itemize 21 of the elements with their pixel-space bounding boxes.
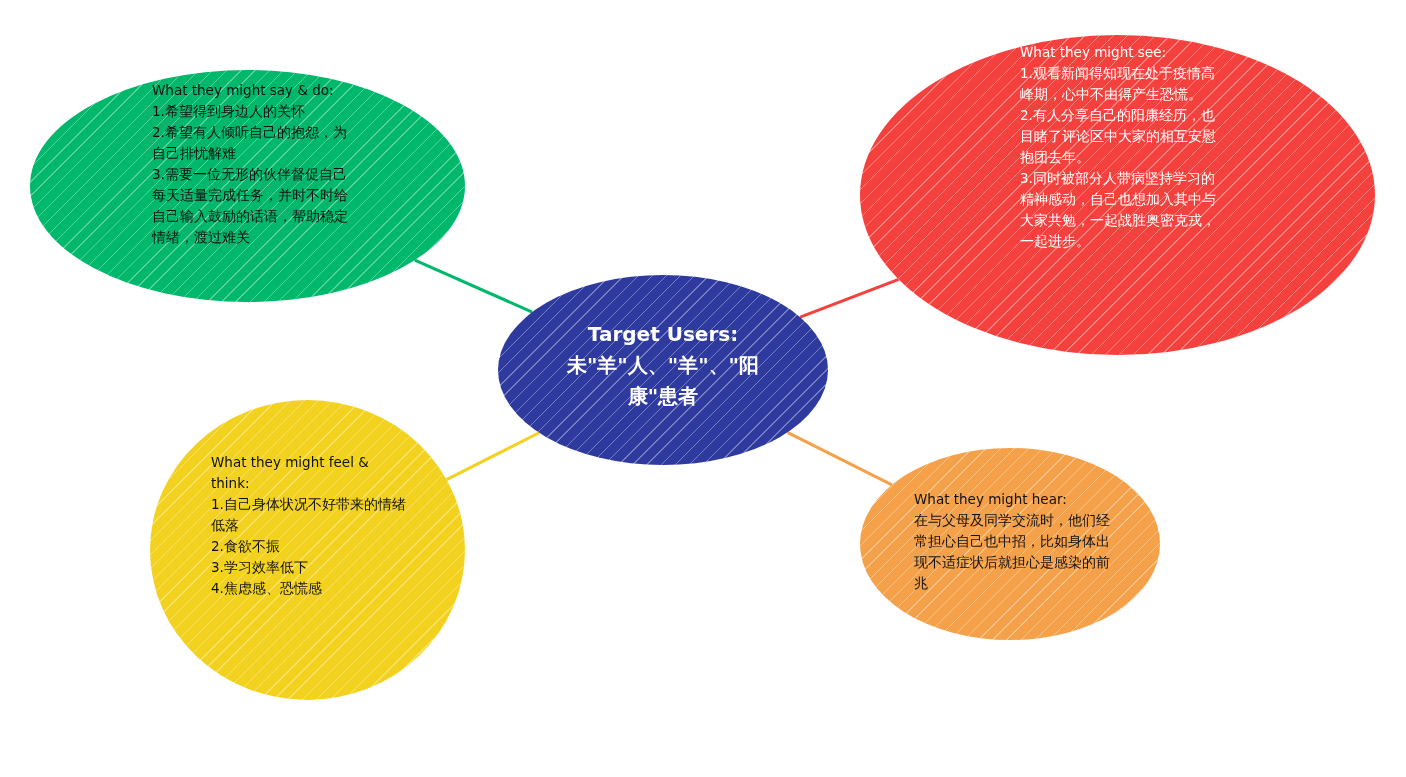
topic-heading: What they might see: [1020,43,1167,62]
topic-text: 2.希望有人倾听自己的抱怨，为自己排忧解难 [152,123,348,163]
topic-text: 3.学习效率低下 [211,558,309,577]
topic-heading: What they might feel & think: [211,453,370,493]
topic-text: 4.焦虑感、恐慌感 [211,579,323,598]
connector-line [445,431,540,481]
topic-text: 1.自己身体状况不好带来的情绪低落 [211,495,407,535]
topic-heading: Target Users: [586,321,740,348]
connector-line [414,258,533,314]
topic-text: 2.有人分享自己的阳康经历，也目睹了评论区中大家的相互安慰抱团去年。 [1020,106,1217,167]
topic-text: 3.同时被部分人带病坚持学习的精神感动，自己也想加入其中与大家共勉，一起战胜奥密克戎，一起进步。 [1020,169,1217,251]
connector-line [799,277,900,319]
topic-text: 在与父母及同学交流时，他们经常担心自己也中招，比如身体出现不适症状后就担心是感染的前兆 [914,511,1111,593]
connector-line [786,431,893,487]
topic-text: 1.希望得到身边人的关怀 [152,102,306,121]
topic-heading: What they might hear: [914,490,1068,509]
topic-text: 1.观看新闻得知现在处于疫情高峰期，心中不由得产生恐慌。 [1020,64,1216,104]
topic-text: 3.需要一位无形的伙伴督促自己每天适量完成任务，并时不时给自己输入鼓励的话语，帮助稳定情绪，渡过难关 [152,165,349,247]
topic-text: 2.食欲不振 [211,537,281,556]
topic-heading: What they might say & do: [152,81,335,100]
topic-text: 未"羊"人、"羊"、"阳康"患者 [565,352,761,410]
